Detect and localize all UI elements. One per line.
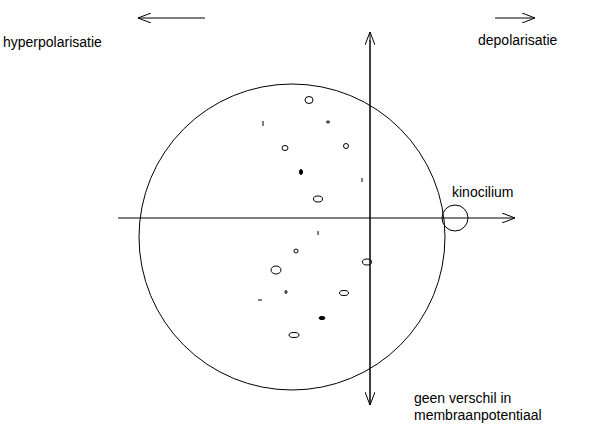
polarity-label: depolarisatie	[478, 32, 557, 49]
direction-arrow	[495, 18, 535, 19]
direction-arrow	[138, 18, 205, 19]
kinocilium-symbol	[442, 205, 468, 231]
axis-line	[118, 218, 515, 219]
part-label: kinocilium	[452, 184, 513, 201]
stereocilia	[258, 97, 372, 338]
note-label: geen verschil in membraanpotentiaal	[414, 390, 574, 424]
polarity-label: hyperpolarisatie	[3, 34, 102, 51]
axis-line	[370, 40, 371, 405]
cell-outline	[139, 84, 445, 390]
